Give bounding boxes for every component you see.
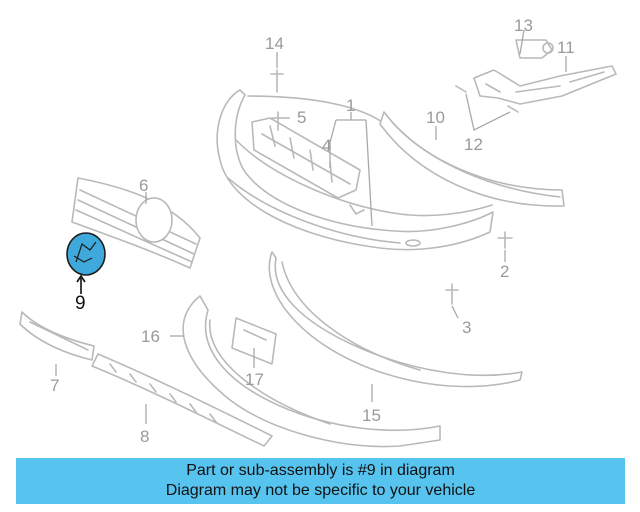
air-deflector-part (182, 295, 441, 448)
callout-1: 1 (346, 96, 355, 115)
callout-15: 15 (362, 406, 381, 425)
callout-16: 16 (141, 327, 160, 346)
screw-part-5 (271, 111, 285, 131)
callout-6: 6 (139, 176, 148, 195)
callout-7: 7 (50, 376, 59, 395)
callout-2: 2 (500, 262, 509, 281)
small-bracket-part (515, 39, 554, 59)
callout-12: 12 (464, 135, 483, 154)
screw-part-2 (497, 231, 513, 249)
callout-5: 5 (297, 108, 306, 127)
callout-10: 10 (426, 108, 445, 127)
screw-part-3 (445, 283, 459, 305)
callout-4: 4 (322, 136, 331, 155)
leader-lines (55, 29, 567, 424)
front-grille-part (71, 177, 201, 269)
callout-14: 14 (265, 34, 284, 53)
impact-bar-part (379, 111, 565, 207)
bumper-grille-insert-part (251, 117, 361, 199)
license-plate-bracket-part (231, 317, 277, 365)
callout-17: 17 (245, 370, 264, 389)
emblem-part (66, 232, 106, 276)
lower-trim-grille-part (91, 353, 273, 447)
callout-13: 13 (514, 16, 533, 35)
banner-line-part: Part or sub-assembly is #9 in diagram (186, 462, 455, 479)
callout-3: 3 (462, 318, 471, 337)
callout-11: 11 (557, 38, 575, 57)
banner-line-disclaimer: Diagram may not be specific to your vehi… (165, 482, 476, 499)
screw-part-14 (270, 69, 284, 93)
callout-9: 9 (75, 293, 86, 314)
callout-8: 8 (140, 427, 149, 446)
mounting-bracket-part (473, 65, 617, 105)
lower-grille-part (19, 311, 95, 361)
parts-diagram: 1 2 3 4 5 6 7 8 9 10 11 12 13 14 15 16 1… (19, 16, 617, 448)
screw-part-12 (455, 85, 519, 113)
lower-spoiler-part (268, 251, 523, 388)
info-banner: Part or sub-assembly is #9 in diagram Di… (16, 458, 625, 504)
